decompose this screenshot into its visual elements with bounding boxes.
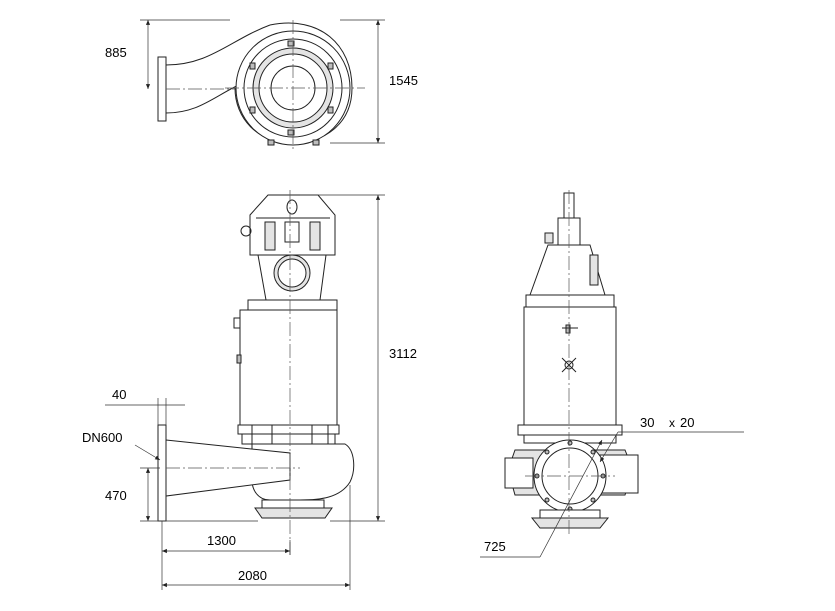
- dim-725: 725: [480, 439, 603, 558]
- dim-label-470: 470: [105, 488, 127, 503]
- dim-label-1545: 1545: [389, 73, 418, 88]
- dim-3112: 3112: [300, 194, 417, 522]
- dim-40: 40: [105, 387, 185, 425]
- dim-dn600: DN600: [82, 430, 161, 461]
- front-view: [157, 190, 355, 555]
- dim-label-1300: 1300: [207, 533, 236, 548]
- dim-885: 885: [105, 19, 230, 89]
- dim-label-20: 20: [680, 415, 694, 430]
- dim-hole-size: 30 x 20: [599, 415, 744, 463]
- dim-label-30: 30: [640, 415, 654, 430]
- dim-470: 470: [105, 467, 258, 522]
- top-view: [157, 20, 365, 150]
- dim-1300: 1300: [161, 521, 291, 590]
- dim-label-40: 40: [112, 387, 126, 402]
- dim-2080: 2080: [162, 485, 351, 590]
- dim-label-dn600: DN600: [82, 430, 122, 445]
- dim-label-725: 725: [484, 539, 506, 554]
- dim-label-3112: 3112: [389, 346, 417, 361]
- dim-label-885: 885: [105, 45, 127, 60]
- dim-1545: 1545: [330, 19, 418, 144]
- dim-label-2080: 2080: [238, 568, 267, 583]
- side-view: [504, 190, 639, 535]
- dim-label-x: x: [669, 416, 675, 430]
